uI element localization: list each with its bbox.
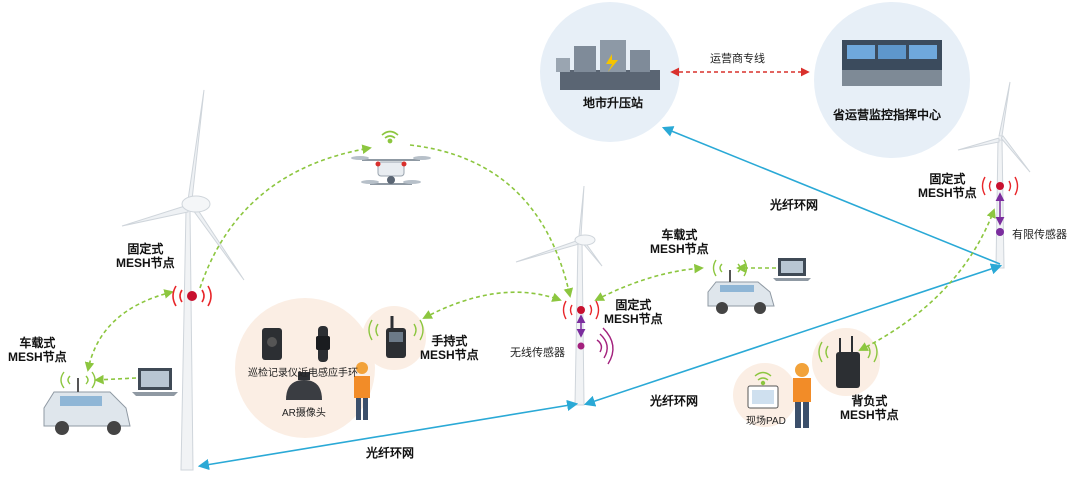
ar-camera-icon <box>286 372 322 400</box>
fixed-mesh-middle-line1: 固定式 <box>615 298 652 312</box>
backpack-device-icon <box>836 336 860 388</box>
turbine-middle <box>515 185 603 406</box>
backpack-mesh-line1: 背负式 <box>851 394 888 408</box>
field-pad-icon <box>747 385 779 409</box>
fiber-label-right: 光纤环网 <box>650 394 699 408</box>
control-center-image <box>842 40 942 86</box>
fiber-label-bottom: 光纤环网 <box>366 446 415 460</box>
vehicle-mesh-left-line2: MESH节点 <box>8 350 67 364</box>
fixed-mesh-middle-line2: MESH节点 <box>604 312 663 326</box>
vehicle-middle-icon <box>707 270 775 314</box>
fixed-mesh-right-line1: 固定式 <box>929 172 966 186</box>
vehicle-mesh-left-label: 车载式 MESH节点 <box>8 336 67 364</box>
ar-camera-label: AR摄像头 <box>282 408 326 419</box>
vehicle-mesh-left-line1: 车载式 <box>19 336 56 350</box>
substation-icon <box>556 40 660 90</box>
fixed-node-middle-icon <box>562 300 600 350</box>
vehicle-middle-signal-icon <box>712 259 748 277</box>
handheld-signal-icon <box>368 319 424 341</box>
fixed-mesh-left-line2: MESH节点 <box>116 256 175 270</box>
patrol-recorder-label: 巡检记录仪 <box>248 368 298 379</box>
laptop-left-icon <box>132 368 178 396</box>
handheld-device-icon <box>386 316 406 358</box>
vehicle-mesh-middle-line1: 车载式 <box>661 228 698 242</box>
substation-label: 地市升压站 <box>583 96 644 110</box>
vehicle-left-icon <box>43 378 131 435</box>
drone-icon <box>351 156 431 185</box>
worker-left-figure <box>354 362 370 420</box>
fiber-link-bottom <box>197 399 579 471</box>
wireless-sensor-signal-icon <box>596 327 614 365</box>
vehicle-left-signal-icon <box>60 371 96 389</box>
control-center-label: 省运营监控指挥中心 <box>833 108 942 122</box>
backpack-signal-icon <box>818 341 878 363</box>
backpack-mesh-label: 背负式 MESH节点 <box>840 394 899 422</box>
backpack-mesh-line2: MESH节点 <box>840 408 899 422</box>
wired-sensor-label: 有限传感器 <box>1012 229 1067 241</box>
wireless-sensor-label: 无线传感器 <box>510 347 565 359</box>
proximity-band-icon <box>316 326 330 362</box>
vehicle-mesh-middle-label: 车载式 MESH节点 <box>650 228 709 256</box>
worker-right-figure <box>793 363 811 428</box>
handheld-mesh-label: 手持式 MESH节点 <box>420 334 479 362</box>
fixed-mesh-left-line1: 固定式 <box>127 242 164 256</box>
turbine-left <box>121 89 245 471</box>
laptop-middle-icon <box>773 258 811 281</box>
fixed-mesh-right-line2: MESH节点 <box>918 186 977 200</box>
patrol-recorder-icon <box>262 328 282 360</box>
fixed-node-right-icon <box>981 176 1019 236</box>
vehicle-mesh-middle-line2: MESH节点 <box>650 242 709 256</box>
fixed-node-left-icon <box>172 285 212 307</box>
fiber-label-top: 光纤环网 <box>770 198 819 212</box>
fixed-mesh-right-label: 固定式 MESH节点 <box>918 172 977 200</box>
pad-wifi-icon <box>754 371 772 386</box>
handheld-mesh-line1: 手持式 <box>431 334 468 348</box>
proximity-band-label: 近电感应手环 <box>298 368 358 379</box>
fixed-mesh-middle-label: 固定式 MESH节点 <box>604 298 663 326</box>
operator-line-label: 运营商专线 <box>710 53 765 65</box>
wireless-links <box>84 144 996 385</box>
handheld-mesh-line2: MESH节点 <box>420 348 479 362</box>
fixed-mesh-left-label: 固定式 MESH节点 <box>116 242 175 270</box>
drone-wifi-icon <box>381 130 399 144</box>
field-pad-label: 现场PAD <box>746 416 786 427</box>
